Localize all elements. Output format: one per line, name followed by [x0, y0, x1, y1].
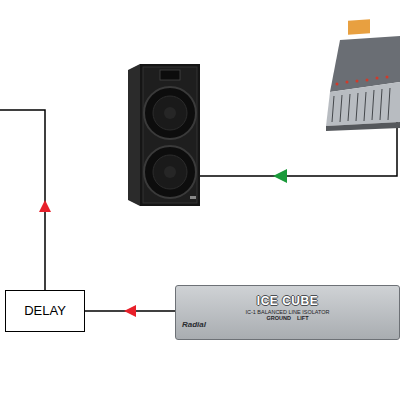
signal-connector: [85, 310, 175, 312]
delay-box: DELAY: [5, 290, 85, 332]
speaker-illustration: [128, 64, 200, 206]
node-text: DELAY: [24, 304, 66, 318]
node-text: GROUND: [266, 315, 290, 321]
node-text: Radial: [182, 321, 393, 330]
direction-arrow: [273, 169, 287, 183]
node-text: ICE CUBE: [182, 295, 393, 308]
node-text: IC-1 BALANCED LINE ISOLATOR: [182, 309, 393, 315]
signal-wire: [0, 110, 45, 295]
node-text: LIFT: [297, 315, 309, 321]
direction-arrow: [39, 200, 51, 212]
isolator-device: ICE CUBEIC-1 BALANCED LINE ISOLATORGROUN…: [175, 285, 400, 340]
mixing-console-illustration: [326, 19, 400, 131]
